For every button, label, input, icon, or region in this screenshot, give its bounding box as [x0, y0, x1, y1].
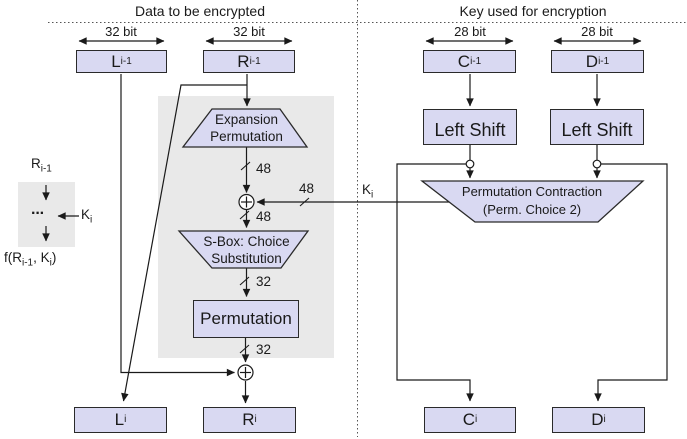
xor2-icon	[237, 364, 254, 381]
legend-key-sub: i	[90, 214, 93, 226]
bit-label-xor-out: 48	[256, 209, 272, 224]
legend-f-p2: , K	[33, 250, 50, 265]
measure-label-d: 28 bit	[581, 24, 613, 39]
perm-choice-2-shape	[420, 180, 645, 223]
register-d-next-label: D	[591, 410, 604, 429]
permutation-block: Permutation	[193, 300, 299, 338]
section-title-data: Data to be encrypted	[135, 3, 265, 19]
register-c-next-label: C	[462, 410, 476, 429]
section-title-key: Key used for encryption	[459, 3, 607, 19]
register-r-next-label: R	[242, 410, 255, 429]
data-path-connectors	[120, 74, 449, 404]
round-key-sub: i	[371, 189, 374, 201]
legend-key-base: K	[81, 207, 91, 222]
measure-label-r: 32 bit	[233, 24, 265, 39]
round-key-base: K	[362, 182, 372, 197]
xor1-icon	[238, 193, 255, 211]
bit-label-perm-out: 32	[256, 342, 272, 357]
left-shift-c-label: Left Shift	[434, 120, 506, 140]
register-r-prev-label: R	[237, 51, 250, 71]
branch-nodes	[465, 159, 602, 169]
legend-f-s2: i	[49, 257, 52, 269]
xor-nodes	[237, 193, 255, 381]
legend-r-prev-base: R	[31, 156, 41, 171]
register-d-prev-label: D	[585, 51, 599, 71]
permutation-label: Permutation	[200, 309, 292, 328]
legend-f-p1: f(R	[4, 250, 22, 265]
sbox-line2: Substitution	[211, 251, 282, 266]
round-key-label: Ki	[362, 182, 373, 200]
legend-f-label: f(Ri-1, Ki)	[4, 250, 57, 268]
left-shift-c-block: Left Shift	[423, 109, 517, 145]
legend-arrows	[42, 185, 79, 242]
left-shift-d-block: Left Shift	[550, 109, 644, 145]
bit-label-key-in: 48	[299, 181, 315, 196]
legend-dots: ···	[31, 205, 45, 222]
expansion-permutation-shape	[181, 108, 309, 148]
bit-label-sbox-out: 32	[256, 274, 272, 289]
legend-f-s1: i-1	[22, 257, 34, 269]
legend-key-label: Ki	[81, 207, 92, 225]
measure-label-l: 32 bit	[105, 24, 137, 39]
sbox-shape	[177, 230, 310, 269]
register-l-next-label: L	[114, 410, 125, 429]
register-l-prev-label: L	[111, 51, 121, 71]
legend-r-prev-label: Ri-1	[31, 156, 52, 174]
section-divider-lines	[48, 0, 687, 437]
perm-choice-2-block: Permutation Contraction (Perm. Choice 2)	[432, 183, 632, 219]
expansion-permutation-block: Expansion Permutation	[186, 111, 307, 145]
legend-r-prev-sub: i-1	[40, 163, 52, 175]
perm-choice-2-line1: Permutation Contraction	[461, 184, 603, 199]
expansion-permutation-line1: Expansion	[214, 112, 279, 127]
left-shift-d-label: Left Shift	[561, 120, 633, 140]
perm-choice-2-line2: (Perm. Choice 2)	[482, 202, 582, 217]
expansion-permutation-line2: Permutation	[210, 129, 283, 144]
legend-f-p3: )	[51, 250, 57, 265]
measure-label-c: 28 bit	[454, 24, 486, 39]
bit-label-ep-out: 48	[256, 161, 272, 176]
bit-width-ticks	[239, 161, 310, 354]
sbox-line1: S-Box: Choice	[203, 234, 290, 249]
register-c-prev-label: C	[457, 51, 471, 71]
sbox-block: S-Box: Choice Substitution	[186, 233, 307, 267]
trapezoid-blocks	[177, 108, 645, 269]
